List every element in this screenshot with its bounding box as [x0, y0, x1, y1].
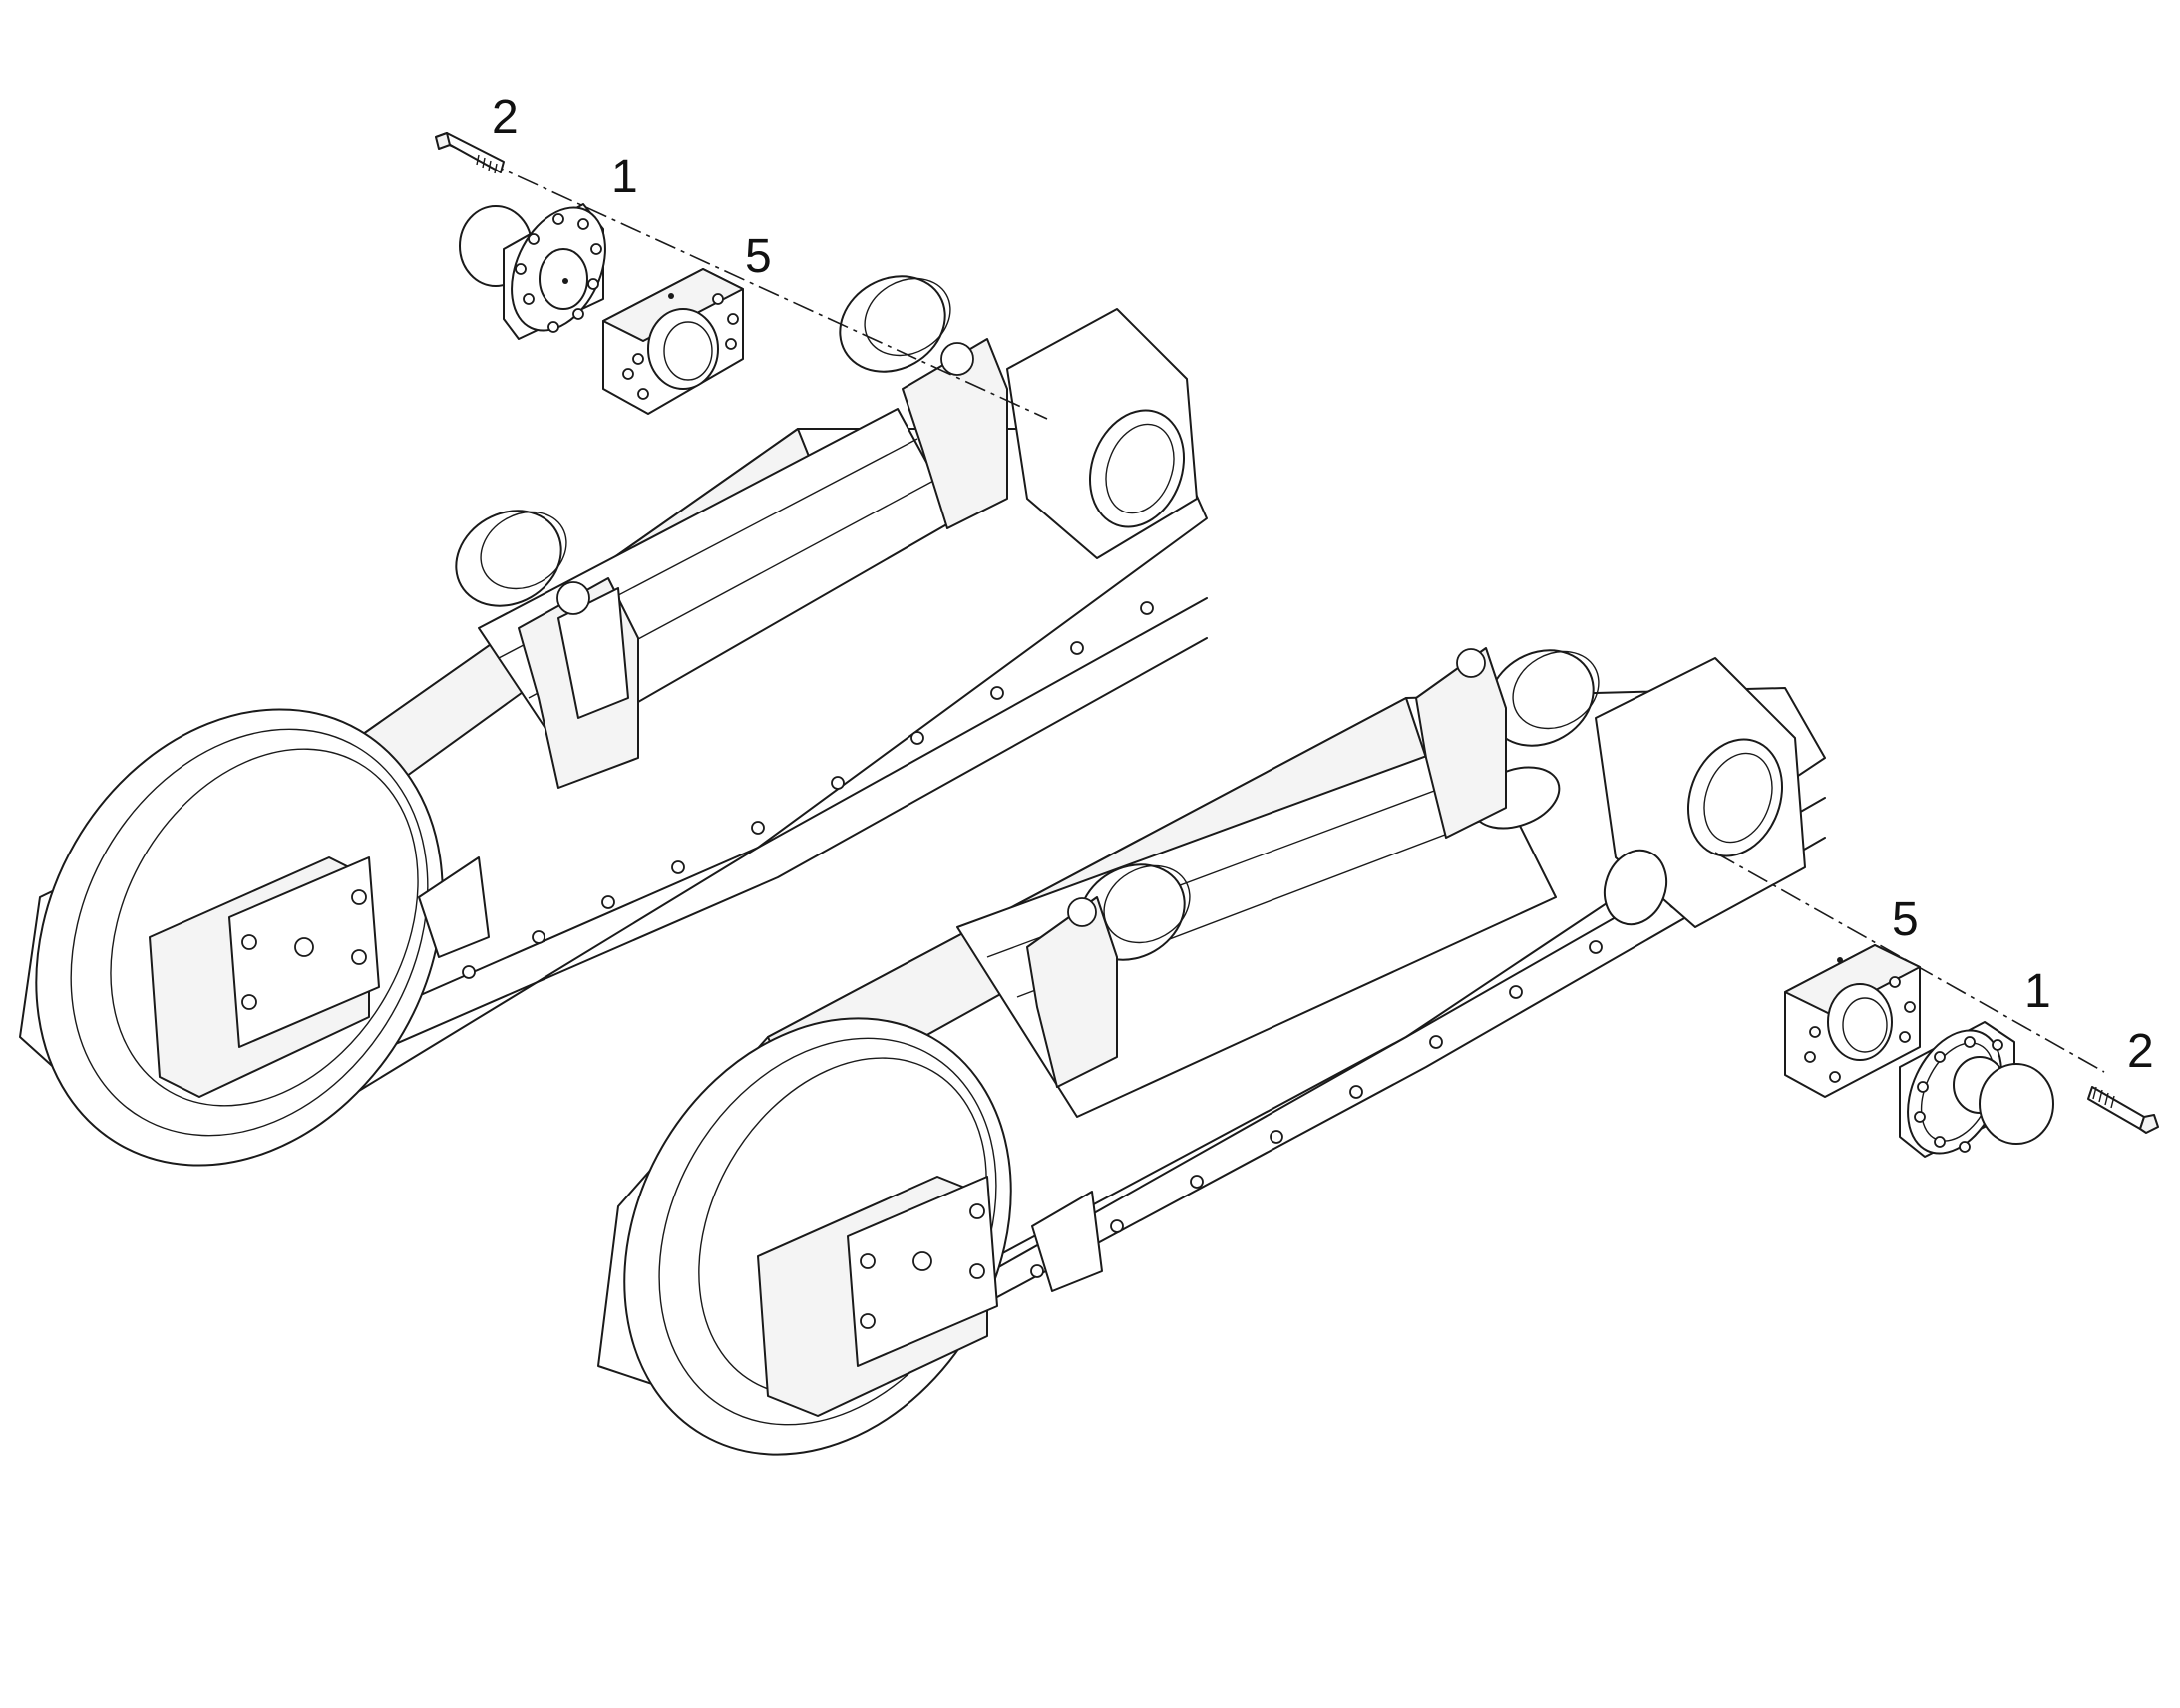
callout-lower-bracket: 5	[1892, 893, 1919, 946]
lower-bracket	[1784, 944, 1921, 1098]
lower-assembly-axis	[1714, 852, 2105, 1073]
upper-track-frame	[19, 275, 1208, 1167]
callout-upper-pin: 1	[611, 151, 638, 203]
lower-bolt	[2087, 1086, 2159, 1134]
upper-front-carrier-roller	[455, 510, 639, 789]
callout-upper-bolt: 2	[492, 91, 519, 144]
lower-rear-carrier-roller	[1415, 647, 1600, 839]
lower-rear-housing	[1595, 657, 1806, 928]
callout-lower-bolt: 2	[2127, 1025, 2154, 1078]
callout-upper-bracket: 5	[745, 230, 772, 283]
callout-lower-pin: 1	[2024, 965, 2051, 1018]
upper-bracket	[602, 268, 744, 415]
upper-assembly-axis	[448, 144, 1048, 420]
lower-front-carrier-roller	[1026, 863, 1191, 1088]
upper-rear-carrier-roller	[839, 275, 1008, 529]
upper-pin-flange	[459, 203, 606, 340]
upper-rear-housing	[1006, 308, 1198, 559]
upper-bolt	[435, 132, 505, 174]
lower-track-frame	[597, 647, 1826, 1456]
lower-pin-flange	[1899, 1021, 2054, 1158]
